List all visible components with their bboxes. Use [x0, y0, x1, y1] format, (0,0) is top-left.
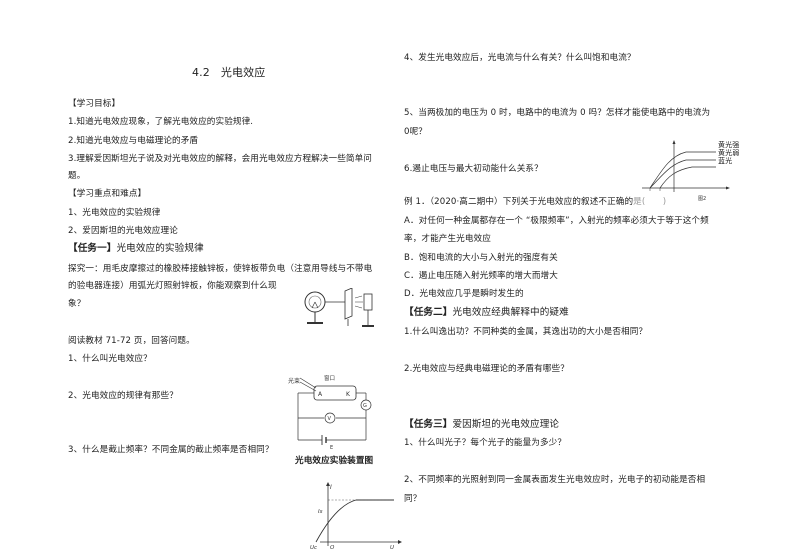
question-4: 4、发生光电效应后，光电流与什么有关？什么叫饱和电流？: [404, 53, 636, 63]
task2-title: 光电效应经典解释中的疑难: [452, 307, 569, 318]
task3-question-2-line-1: 2、不同频率的光照射到同一金属表面发生光电效应时，光电子的初动能是否相: [404, 475, 706, 485]
apparatus-label-g: G: [363, 403, 367, 409]
task3-question-2-line-2: 同？: [404, 494, 422, 504]
keypoints-heading: 【学习重点和难点】: [68, 189, 147, 199]
objectives-heading: 【学习目标】: [68, 99, 121, 109]
iu-curve-figure: I Is Uc O U: [310, 482, 402, 550]
graph-label-yellow-weak: 黄光弱: [718, 149, 740, 157]
iu-label-i: I: [330, 484, 332, 491]
task3-question-1: 1、什么叫光子？每个光子的能量为多少？: [404, 438, 567, 448]
task1-title: 光电效应的实验规律: [116, 243, 204, 254]
question-5-line-1: 5、当两极加的电压为 0 时，电路中的电流为 0 吗？怎样才能使电路中的电流为: [404, 108, 711, 118]
objective-3: 3.理解爱因斯坦光子说及对光电效应的解释，会用光电效应方程解决一些简单问: [68, 154, 372, 164]
explore-line-1: 探究一：用毛皮摩擦过的橡胶棒接触锌板，使锌板带负电（注意用导线与不带电: [68, 264, 373, 274]
electroscope-figure: [304, 288, 374, 327]
read-instruction: 阅读教材 71-72 页，回答问题。: [68, 336, 195, 346]
page-title: 4.2 光电效应: [192, 66, 266, 79]
example-option-d: D．光电效应几乎是瞬时发生的: [404, 289, 524, 299]
keypoint-2: 2、爱因斯坦的光电效应理论: [68, 226, 178, 236]
example-line-0: 例 1．（2020·高二期中）下列关于光电效应的叙述不正确的是( ): [404, 197, 666, 208]
keypoint-1: 1、光电效应的实验规律: [68, 208, 161, 218]
apparatus-caption: 光电效应实验装置图: [295, 456, 374, 466]
objective-1: 1.知道光电效应现象，了解光电效应的实验规律.: [68, 117, 254, 127]
iu-label-u: U: [390, 545, 394, 550]
example-option-a-cont: 率，才能产生光电效应: [404, 234, 491, 244]
apparatus-label-window: 窗口: [324, 374, 335, 382]
task2-bracket: 【任务二】: [404, 307, 453, 318]
explore-line-2: 的验电器连接）用弧光灯照射锌板，你能观察到什么现: [68, 281, 277, 291]
task2-question-2: 2.光电效应与经典电磁理论的矛盾有哪些？: [404, 364, 569, 374]
apparatus-figure: 光束 窗口 A K G V E: [288, 374, 372, 450]
example-option-c: C．遏止电压随入射光频率的增大而增大: [404, 271, 558, 281]
explore-line-3: 象？: [68, 299, 86, 309]
graph-label-blue: 蓝光: [718, 157, 733, 165]
apparatus-label-e: E: [330, 445, 333, 450]
light-graph-figure: 图2: [642, 140, 730, 202]
objective-3-cont: 题。: [68, 171, 86, 181]
question-3: 3、什么是截止频率？不同金属的截止频率是否相同？: [68, 445, 274, 455]
task1-heading: 【任务一】光电效应的实验规律: [68, 243, 204, 255]
light-graph-caption: 图2: [698, 196, 706, 202]
question-1: 1、什么叫光电效应？: [68, 354, 152, 364]
task2-heading: 【任务二】光电效应经典解释中的疑难: [404, 307, 569, 319]
example-stem: 例 1．（2020·高二期中）下列关于光电效应的叙述不正确的: [404, 197, 634, 207]
task3-title: 爱因斯坦的光电效应理论: [452, 419, 560, 430]
question-6: 6.遏止电压与最大初动能什么关系？: [404, 164, 543, 174]
apparatus-label-beam: 光束: [288, 377, 300, 385]
task3-heading: 【任务三】爱因斯坦的光电效应理论: [404, 419, 559, 431]
apparatus-label-a: A: [318, 391, 323, 398]
question-5-line-2: 0呢？: [404, 127, 427, 137]
iu-label-uc: Uc: [310, 545, 317, 550]
task3-bracket: 【任务三】: [404, 419, 453, 430]
iu-label-o: O: [330, 545, 335, 550]
apparatus-label-v: V: [328, 416, 332, 422]
graph-label-yellow-strong: 黄光强: [718, 141, 740, 149]
task1-bracket: 【任务一】: [68, 243, 117, 254]
task2-question-1: 1.什么叫逸出功？不同种类的金属，其逸出功的大小是否相同？: [404, 327, 648, 337]
objective-2: 2.知道光电效应与电磁理论的矛盾: [68, 136, 199, 146]
example-suffix: 是( ): [633, 197, 667, 207]
question-2: 2、光电效应的规律有那些？: [68, 391, 178, 401]
example-option-b: B．饱和电流的大小与入射光的强度有关: [404, 253, 558, 263]
example-option-a: A．对任何一种金属都存在一个 “极限频率”，入射光的频率必须大于等于这个频: [404, 216, 709, 226]
apparatus-label-k: K: [346, 391, 351, 398]
iu-label-is: Is: [318, 509, 323, 515]
